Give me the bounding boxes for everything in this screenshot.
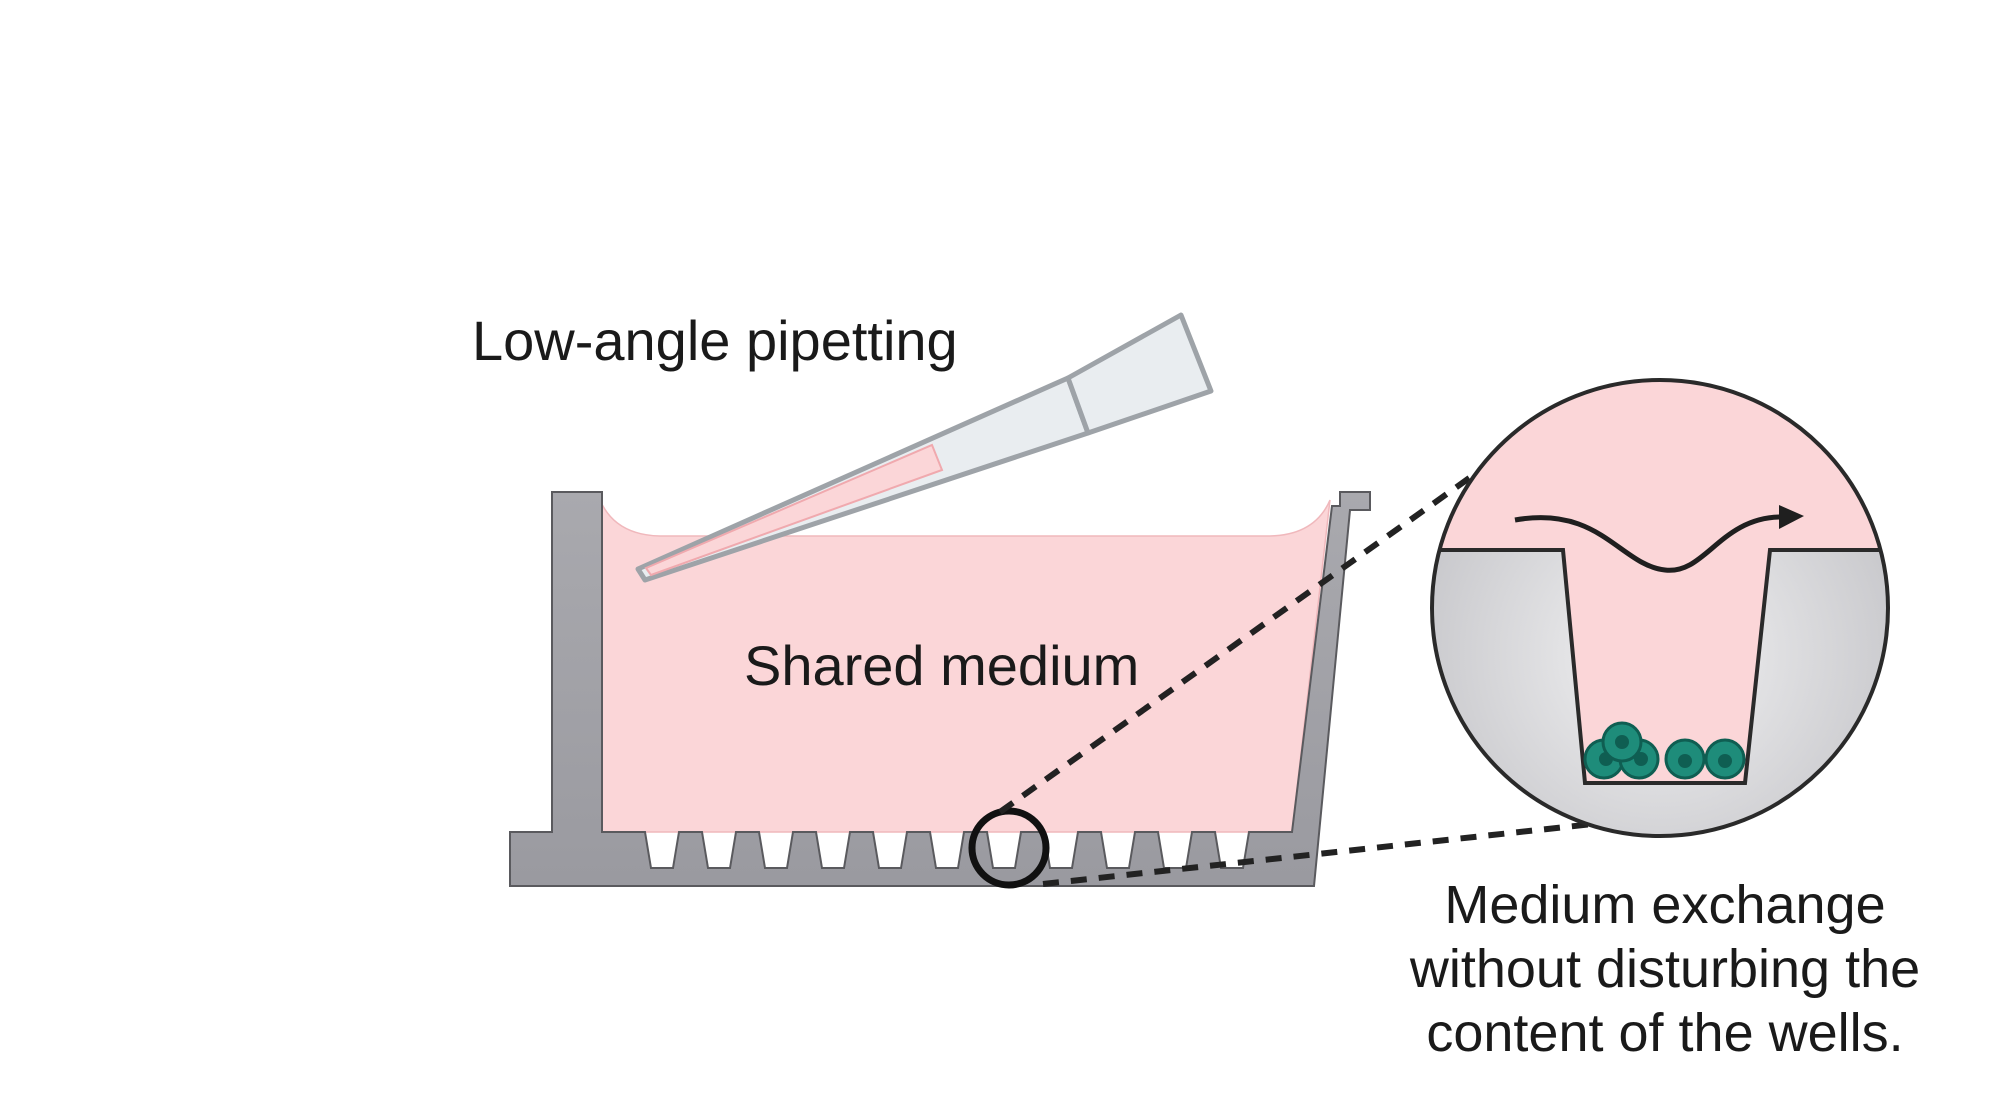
pipette-tip-liquid — [644, 443, 944, 577]
pipette-tip-icon — [635, 312, 1214, 583]
zoom-line-bottom — [1042, 815, 1649, 887]
flow-arrow-head — [1779, 505, 1804, 529]
zoom-detail-border — [1430, 378, 1890, 838]
zoom-target-circle — [968, 807, 1050, 889]
zoom-line-top — [998, 409, 1564, 815]
pipette-tip-collar — [1065, 312, 1214, 436]
label-shared-medium: Shared medium — [744, 634, 1140, 697]
well-plate — [509, 491, 1371, 887]
flow-arrow-icon — [1514, 514, 1781, 573]
shared-medium-liquid — [599, 499, 1331, 833]
label-medium-exchange: Medium exchange without disturbing the c… — [1409, 875, 1921, 1063]
zoom-medium — [1432, 380, 1888, 783]
label-low-angle-pipetting: Low-angle pipetting — [472, 309, 958, 372]
zoom-well-outline — [1432, 548, 1888, 785]
cell-cluster-icon — [1583, 721, 1746, 780]
zoom-detail — [1430, 378, 1890, 838]
